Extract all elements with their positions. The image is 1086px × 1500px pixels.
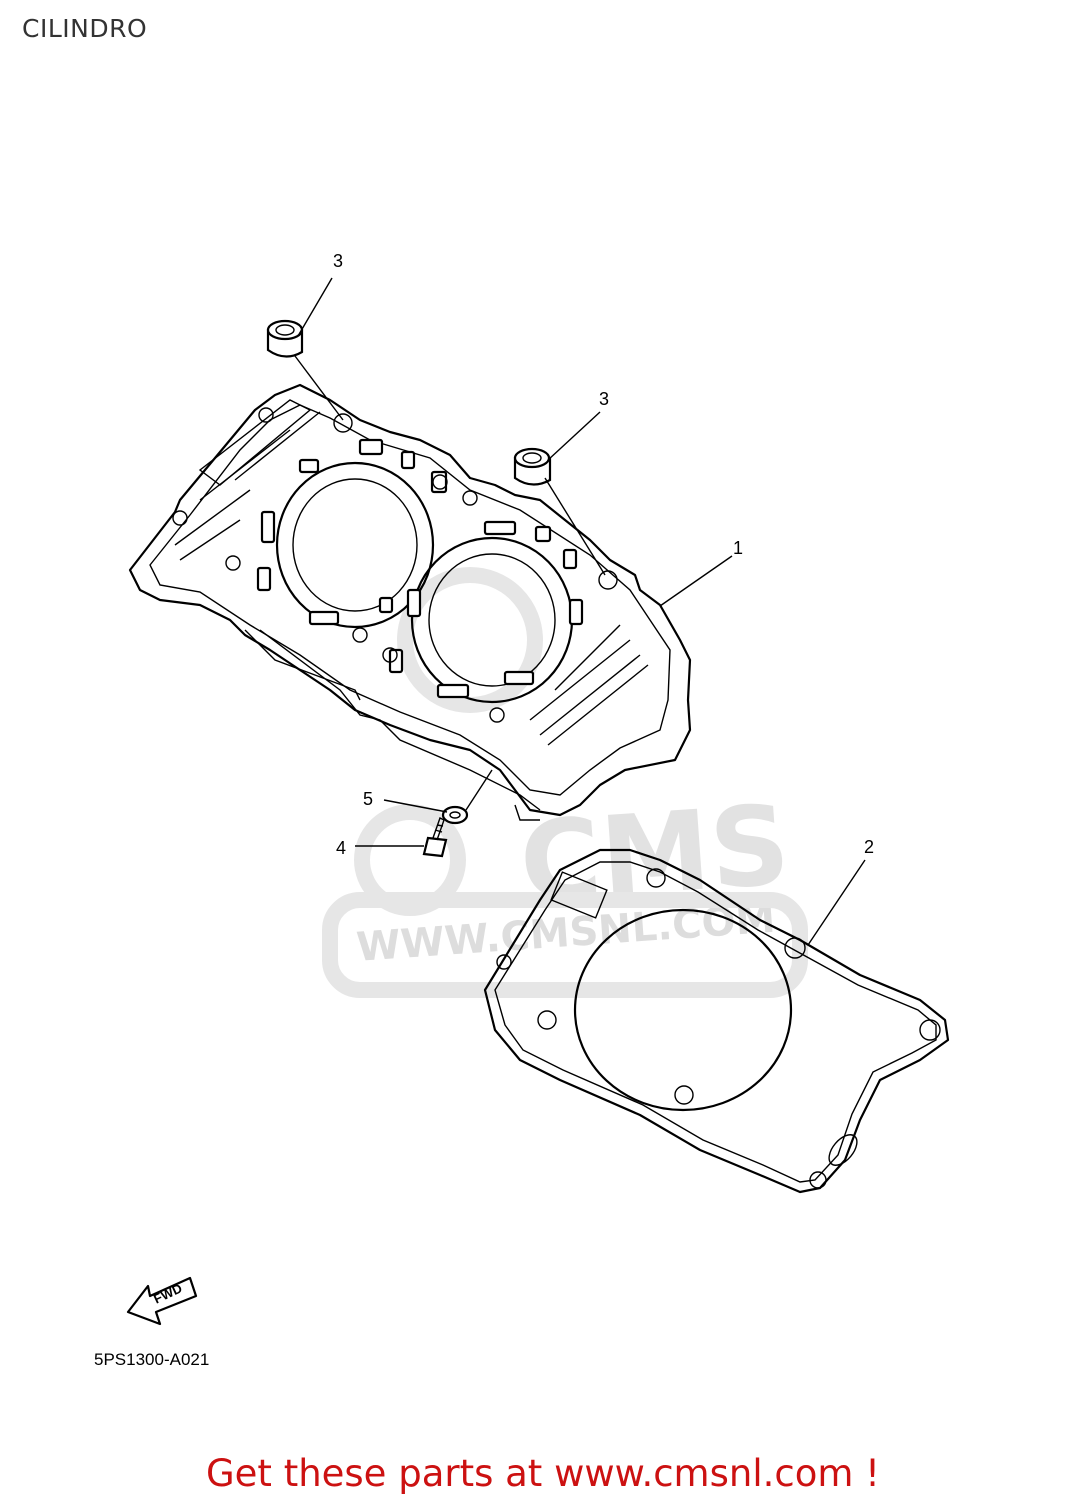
watermark-graphic — [322, 567, 808, 998]
diagram-code: 5PS1300-A021 — [94, 1350, 210, 1369]
callout-1: 1 — [733, 538, 744, 558]
callout-5: 5 — [363, 789, 374, 809]
promo-link[interactable]: Get these parts at www.cmsnl.com ! — [205, 1452, 880, 1495]
callout-3-upper: 3 — [333, 251, 344, 271]
callout-2: 2 — [864, 837, 875, 857]
dowel-pin-right[interactable] — [513, 447, 552, 486]
callout-3-right: 3 — [599, 389, 610, 409]
washer[interactable] — [441, 805, 469, 825]
cylinder-block[interactable] — [128, 383, 692, 821]
leader-lines — [294, 277, 866, 946]
cylinder-base-gasket[interactable] — [483, 848, 950, 1194]
fwd-arrow-icon — [126, 1276, 198, 1326]
callout-4: 4 — [336, 838, 347, 858]
dowel-pin-upper[interactable] — [266, 319, 304, 358]
bolt[interactable] — [422, 817, 448, 858]
page-title: CILINDRO — [22, 14, 148, 43]
